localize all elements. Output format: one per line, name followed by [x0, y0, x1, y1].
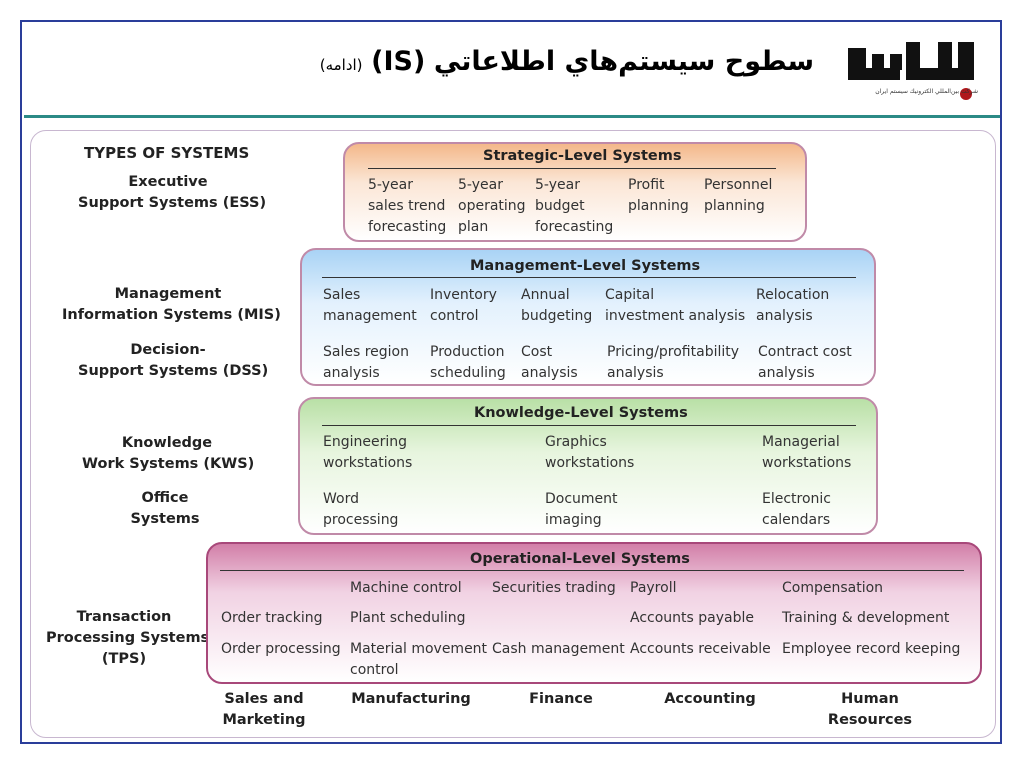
company-logo [848, 42, 974, 100]
operational-level-rule [220, 570, 964, 571]
system-type-mis: Management Information Systems (MIS) [62, 286, 281, 323]
system-type-kws: Knowledge Work Systems (KWS) [82, 435, 255, 472]
strategic-level-title: Strategic-Level Systems [483, 148, 682, 164]
management-level-box [300, 248, 876, 386]
operational-level-box [206, 542, 982, 684]
management-level-title: Management-Level Systems [470, 258, 701, 274]
operational-item: Accounts receivable [630, 641, 771, 657]
management-level-rule [322, 277, 856, 278]
header-divider [24, 115, 1000, 118]
operational-item: Plant scheduling [350, 610, 466, 626]
types-heading: TYPES OF SYSTEMS [84, 144, 250, 162]
title-main: سطوح سيستم‌هاي اطلاعاتي [433, 46, 814, 77]
operational-item: Material movement control [350, 641, 488, 678]
operational-item: Employee record keeping [782, 641, 961, 657]
system-type-ess: Executive Support Systems (ESS) [78, 174, 267, 211]
operational-item: Training & development [782, 610, 950, 626]
system-type-office: Office Systems [130, 490, 200, 527]
operational-level-title: Operational-Level Systems [470, 551, 690, 567]
logo-caption: شركت بين‌المللي الكترونيك سيستم ايران [875, 88, 978, 95]
system-type-dss: Decision- Support Systems (DSS) [78, 342, 269, 379]
knowledge-level-title: Knowledge-Level Systems [474, 405, 688, 421]
functional-area-accounting: Accounting [664, 691, 756, 707]
strategic-level-box [343, 142, 807, 242]
system-type-tps: Transaction Processing Systems (TPS) [46, 609, 210, 667]
operational-item: Accounts payable [630, 610, 754, 626]
slide-title: سطوح سيستم‌هاي اطلاعاتي (IS) (ادامه) [320, 46, 814, 77]
operational-item: Compensation [782, 580, 884, 596]
operational-item: Machine control [350, 580, 462, 596]
title-abbr: (IS) [371, 46, 426, 77]
operational-item: Order tracking [221, 610, 323, 626]
functional-area-finance: Finance [529, 691, 593, 707]
strategic-level-rule [368, 168, 776, 169]
operational-item: Securities trading [492, 580, 616, 596]
operational-item: Order processing [221, 641, 341, 657]
knowledge-level-box [298, 397, 878, 535]
knowledge-level-rule [322, 425, 856, 426]
title-sub: (ادامه) [319, 56, 363, 74]
operational-item: Cash management [492, 641, 625, 657]
operational-item: Payroll [630, 580, 677, 596]
functional-area-manufacturing: Manufacturing [351, 691, 471, 707]
